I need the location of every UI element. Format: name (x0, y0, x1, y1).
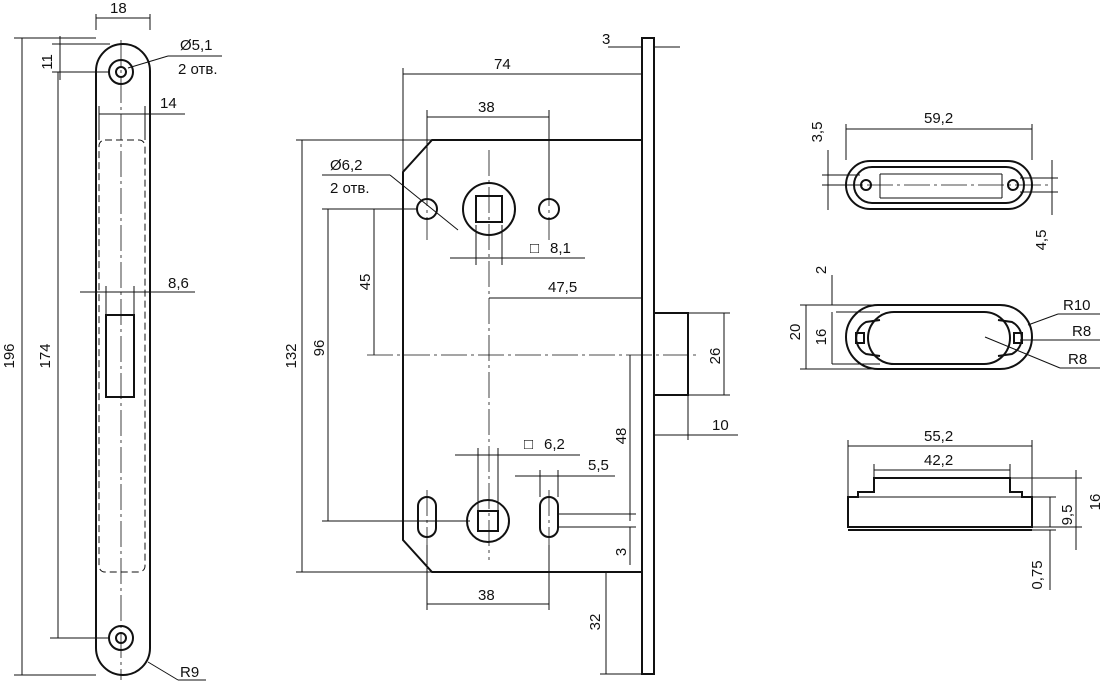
dim-20: 20 (787, 324, 804, 341)
dim-18: 18 (110, 0, 127, 17)
faceplate-hole-count: 2 отв. (178, 61, 218, 78)
square-symbol-6-2: □ (524, 436, 533, 453)
dim-174: 174 (37, 343, 54, 368)
dim-45: 45 (357, 274, 374, 291)
body-hole-count: 2 отв. (330, 180, 370, 197)
faceplate-hole-diameter: Ø5,1 (180, 37, 213, 54)
dim-2: 2 (813, 266, 830, 274)
square-symbol-8-1: □ (530, 240, 539, 257)
faceplate-view: 18 11 Ø5,1 2 отв. 14 8,6 196 174 R9 (1, 0, 222, 681)
dim-47-5: 47,5 (548, 279, 577, 296)
dim-74: 74 (494, 56, 511, 73)
dim-10: 10 (712, 417, 729, 434)
dim-26: 26 (707, 348, 724, 365)
dim-3-top: 3 (602, 31, 610, 48)
body-hole-diameter: Ø6,2 (330, 157, 363, 174)
dim-132: 132 (283, 343, 300, 368)
strike-plate-side-view: 55,2 42,2 16 9,5 0,75 (847, 428, 1104, 590)
radius-r8-b: R8 (1068, 351, 1087, 368)
radius-r8-a: R8 (1072, 323, 1091, 340)
dim-96: 96 (311, 340, 328, 357)
dim-3-5: 3,5 (809, 122, 826, 143)
radius-r9: R9 (180, 664, 199, 681)
strike-plate-middle-view: 2 20 16 R10 R8 R8 (787, 266, 1100, 370)
dim-16-side: 16 (1087, 494, 1104, 511)
radius-r10: R10 (1063, 297, 1091, 314)
dim-38-bottom: 38 (478, 587, 495, 604)
lock-body-view: 3 74 38 Ø6,2 2 отв. □ 8,1 45 47,5 132 (283, 31, 738, 675)
dim-11: 11 (39, 54, 56, 70)
dim-4-5: 4,5 (1033, 230, 1050, 251)
strike-plate-top-view: 59,2 3,5 4,5 (809, 110, 1058, 250)
dim-5-5: 5,5 (588, 457, 609, 474)
dim-8-6: 8,6 (168, 275, 189, 292)
dim-16-mid: 16 (813, 329, 830, 346)
dim-48: 48 (613, 428, 630, 445)
dim-59-2: 59,2 (924, 110, 953, 127)
dim-32: 32 (587, 614, 604, 631)
dim-38-top: 38 (478, 99, 495, 116)
dim-14: 14 (160, 95, 177, 112)
dim-3-bottom: 3 (613, 548, 630, 556)
dim-42-2: 42,2 (924, 452, 953, 469)
dim-55-2: 55,2 (924, 428, 953, 445)
dim-0-75: 0,75 (1029, 560, 1046, 589)
dim-8-1: 8,1 (550, 240, 571, 257)
dim-196: 196 (1, 343, 18, 368)
dim-9-5: 9,5 (1059, 505, 1076, 526)
dim-6-2: 6,2 (544, 436, 565, 453)
